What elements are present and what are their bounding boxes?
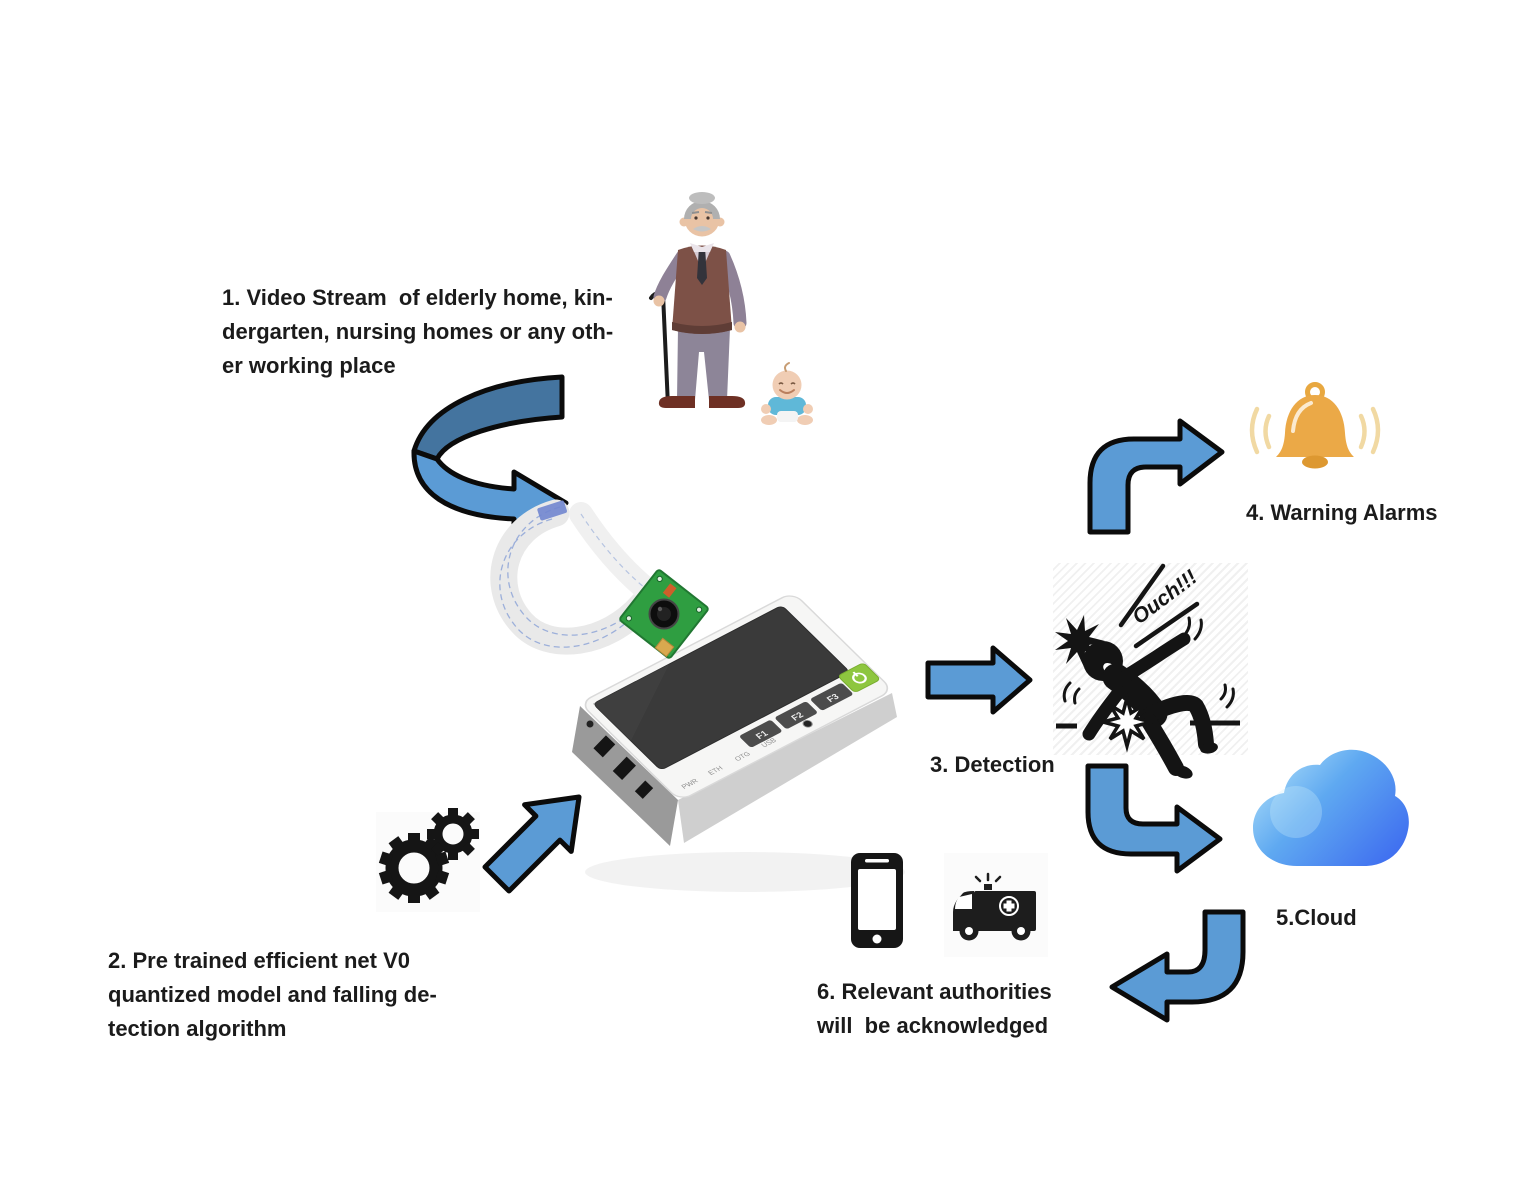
step3-line1: 3. Detection bbox=[930, 752, 1055, 777]
baby-icon bbox=[761, 362, 813, 425]
step4-label: 4. Warning Alarms bbox=[1246, 496, 1438, 530]
audio-jack bbox=[802, 720, 813, 728]
port-label-usb: USB bbox=[760, 737, 778, 749]
ambulance-icon bbox=[944, 853, 1048, 957]
step6-line1: 6. Relevant authorities bbox=[817, 979, 1052, 1004]
step2-line1: 2. Pre trained efficient net V0 bbox=[108, 948, 410, 973]
step3-label: 3. Detection bbox=[930, 748, 1055, 782]
cloud-icon bbox=[1253, 749, 1409, 866]
device-button-f2-label: F2 bbox=[789, 710, 805, 722]
siren-light-rays bbox=[974, 872, 1002, 883]
edge-device-icon: F1 F2 F3 PWR ETH OTG USB bbox=[490, 499, 905, 892]
device-shadow bbox=[585, 852, 905, 892]
ribbon-cable bbox=[490, 499, 663, 655]
arrow-device-to-detection bbox=[925, 645, 1033, 715]
step1-line3: er working place bbox=[222, 353, 396, 378]
device-button-f1-label: F1 bbox=[754, 729, 770, 741]
step2-line3: tection algorithm bbox=[108, 1016, 287, 1041]
port-label-eth: ETH bbox=[707, 765, 724, 776]
gears-icon bbox=[376, 808, 480, 912]
falling-person-icon: Ouch!!! bbox=[1055, 563, 1240, 779]
step6-line2: will be acknowledged bbox=[817, 1013, 1049, 1038]
bell-sound-waves bbox=[1249, 406, 1381, 455]
step1-label: 1. Video Stream of elderly home, kin- de… bbox=[222, 281, 613, 383]
elderly-man-icon bbox=[649, 192, 747, 408]
device-screen bbox=[594, 606, 848, 770]
step2-label: 2. Pre trained efficient net V0 quantize… bbox=[108, 944, 437, 1046]
step1-line1: 1. Video Stream of elderly home, kin- bbox=[222, 285, 613, 310]
cane bbox=[649, 291, 670, 408]
phone-icon bbox=[851, 853, 903, 948]
port-label-otg: OTG bbox=[734, 751, 752, 763]
device-side-ports bbox=[586, 720, 654, 799]
bell-icon bbox=[1249, 382, 1381, 469]
step1-line2: dergarten, nursing homes or any oth- bbox=[222, 319, 614, 344]
device-button-f3-label: F3 bbox=[825, 692, 841, 704]
step4-line1: 4. Warning Alarms bbox=[1246, 500, 1438, 525]
device-button-f1 bbox=[740, 720, 782, 748]
arrow-detection-to-cloud bbox=[1085, 763, 1223, 874]
device-button-f3 bbox=[811, 683, 853, 711]
step5-line1: 5.Cloud bbox=[1276, 905, 1357, 930]
step2-line2: quantized model and falling de- bbox=[108, 982, 437, 1007]
arrow-detection-to-alarm bbox=[1087, 418, 1225, 535]
step5-label: 5.Cloud bbox=[1276, 901, 1357, 935]
power-icon bbox=[852, 671, 867, 684]
arrow-model-to-device bbox=[482, 794, 582, 894]
arrow-cloud-to-authorities bbox=[1109, 909, 1246, 1023]
camera-module-icon bbox=[619, 569, 709, 659]
device-power-button bbox=[838, 663, 880, 692]
device-button-f2 bbox=[775, 701, 817, 729]
step6-label: 6. Relevant authorities will be acknowle… bbox=[817, 975, 1052, 1043]
